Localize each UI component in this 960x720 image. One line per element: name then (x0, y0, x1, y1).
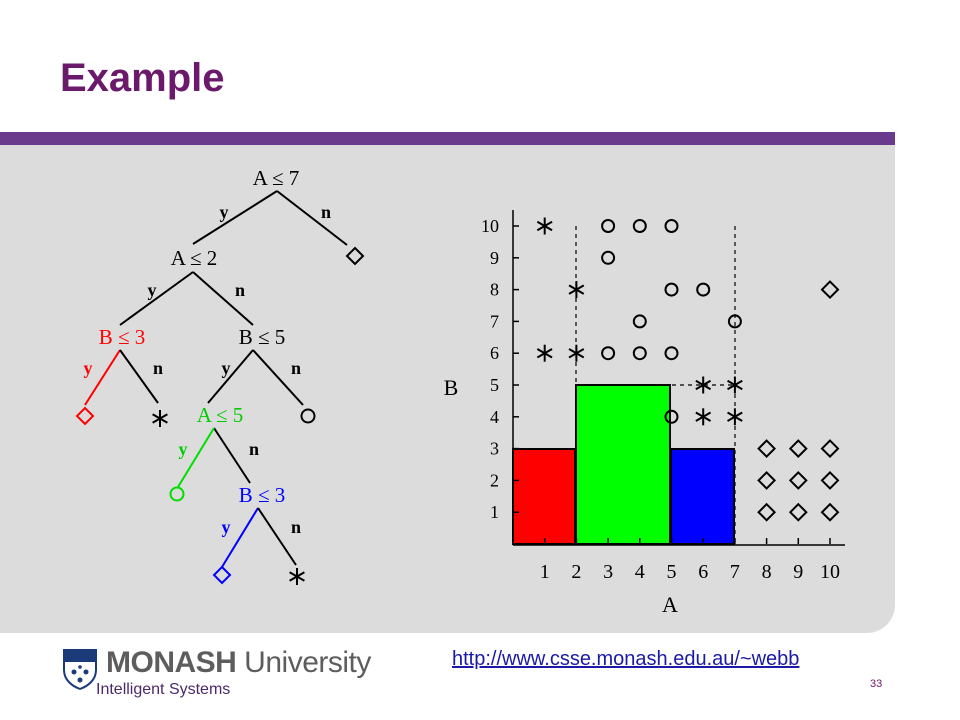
tree-node-green-a-le-5: A ≤ 5 (197, 403, 244, 427)
edge-label-no: n (249, 439, 259, 459)
leaf-star-icon (152, 410, 168, 427)
tree-node-red-b-le-3: B ≤ 3 (99, 325, 146, 349)
leaf-star-icon (289, 568, 305, 585)
title-divider-bar (0, 132, 895, 145)
point-circle-icon (632, 346, 647, 361)
edge-label-yes: y (222, 358, 231, 378)
point-circle-icon (601, 346, 616, 361)
decision-tree: A ≤ 7 A ≤ 2 B ≤ 3 B ≤ 5 A ≤ 5 B ≤ 3 y n … (75, 166, 365, 585)
edge-label-yes: y (179, 439, 188, 459)
point-diamond-icon (788, 502, 808, 522)
y-tick-label: 2 (490, 470, 499, 490)
x-tick-label: 4 (635, 561, 645, 583)
logo-wordmark-regular: University (236, 646, 371, 679)
y-tick-label: 6 (490, 343, 499, 363)
point-circle-icon (632, 219, 647, 233)
tree-node-b-le-5: B ≤ 5 (239, 325, 286, 349)
footer-subtitle: Intelligent Systems (96, 681, 231, 698)
y-tick-label: 5 (490, 375, 499, 395)
leaf-diamond-icon (345, 246, 365, 266)
region-blue (670, 448, 735, 545)
point-star-icon (727, 376, 743, 394)
monash-logo: MONASH University (62, 646, 372, 696)
point-diamond-icon (820, 502, 840, 522)
leaf-circle-icon (169, 486, 185, 502)
edge-label-yes: y (84, 358, 93, 378)
edge-label-yes: y (220, 202, 229, 222)
point-circle-icon (601, 219, 616, 233)
y-axis-label: B (444, 375, 459, 400)
point-diamond-icon (757, 502, 777, 522)
point-circle-icon (664, 346, 679, 361)
point-circle-icon (632, 314, 647, 329)
source-url-link[interactable]: http://www.csse.monash.edu.au/~webb (452, 648, 800, 670)
edge-label-no: n (291, 358, 301, 378)
page-number: 33 (870, 678, 883, 690)
x-tick-label: 10 (820, 561, 840, 583)
point-star-icon (727, 408, 743, 426)
x-tick-label: 2 (571, 561, 581, 583)
tree-node-a-le-2: A ≤ 2 (171, 246, 218, 270)
x-tick-label: 3 (603, 561, 613, 583)
y-tick-label: 1 (490, 502, 499, 522)
point-star-icon (536, 344, 553, 362)
y-tick-label: 9 (490, 248, 499, 268)
point-star-icon (568, 281, 585, 299)
point-circle-icon (696, 282, 711, 297)
point-star-icon (695, 376, 712, 394)
point-star-icon (536, 217, 553, 235)
point-diamond-icon (820, 439, 840, 459)
x-tick-label: 5 (667, 561, 677, 583)
point-diamond-icon (757, 470, 777, 490)
y-tick-label: 4 (490, 407, 499, 427)
point-star-icon (695, 408, 712, 426)
point-circle-icon (727, 314, 742, 329)
point-circle-icon (664, 282, 679, 297)
slide-title: Example (60, 56, 225, 100)
point-circle-icon (664, 409, 679, 424)
point-circle-icon (664, 219, 679, 233)
region-red (512, 448, 576, 545)
x-tick-label: 6 (698, 561, 708, 583)
y-tick-label: 8 (490, 280, 499, 300)
point-diamond-icon (788, 470, 808, 490)
edge-label-no: n (291, 517, 301, 537)
x-tick-label: 9 (793, 561, 803, 583)
edge-label-no: n (235, 280, 245, 300)
y-tick-label: 3 (490, 439, 499, 459)
x-tick-label: 8 (762, 561, 772, 583)
point-star-icon (568, 344, 585, 362)
leaf-diamond-icon (75, 406, 95, 426)
y-tick-label: 7 (490, 311, 499, 331)
point-diamond-icon (820, 280, 840, 300)
edge-label-yes: y (222, 517, 231, 537)
tree-node-blue-b-le-3: B ≤ 3 (239, 483, 286, 507)
monash-crest-icon (63, 649, 97, 690)
x-tick-label: 1 (540, 561, 550, 583)
region-green (575, 384, 671, 545)
tree-node-root: A ≤ 7 (253, 166, 300, 190)
point-diamond-icon (820, 470, 840, 490)
y-tick-label: 10 (481, 216, 499, 236)
edge-label-no: n (321, 202, 331, 222)
point-diamond-icon (757, 439, 777, 459)
x-tick-label: 7 (730, 561, 740, 583)
edge-label-yes: y (148, 280, 157, 300)
edge-label-no: n (153, 358, 163, 378)
leaf-circle-icon (300, 408, 316, 424)
x-axis-label: A (662, 592, 678, 617)
point-circle-icon (601, 250, 616, 265)
point-diamond-icon (788, 439, 808, 459)
leaf-diamond-icon (212, 565, 232, 585)
logo-wordmark-bold: MONASH (106, 646, 237, 679)
